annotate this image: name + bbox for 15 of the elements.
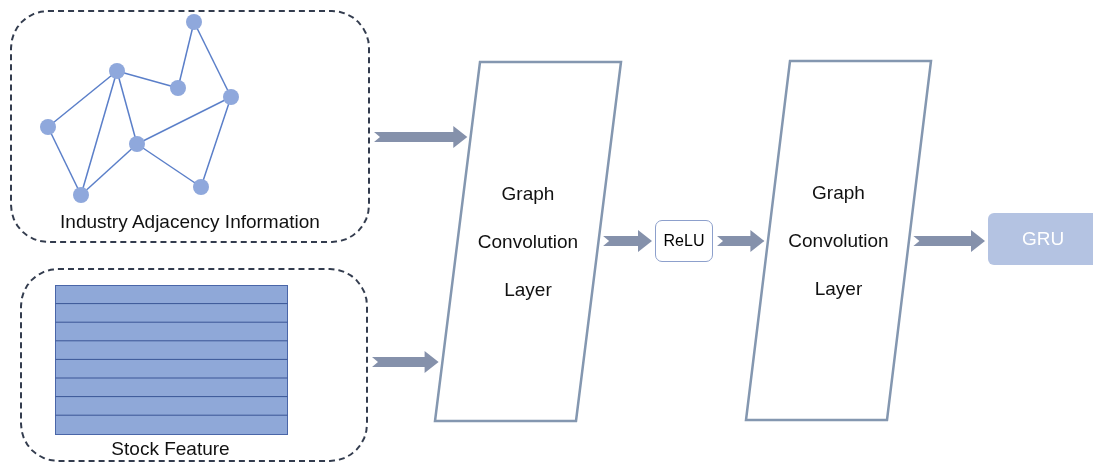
layer-parallelogram	[745, 60, 932, 421]
activation-box: ReLU	[655, 220, 713, 262]
layer-label: Graph Convolution Layer	[476, 181, 580, 302]
group-label: Stock Feature	[110, 438, 231, 460]
arrow	[913, 230, 985, 252]
arrow	[603, 230, 652, 252]
arrow	[717, 230, 765, 252]
dashed-group-box	[20, 268, 368, 462]
arrow	[372, 351, 439, 373]
layer-parallelogram	[434, 61, 622, 422]
arrow	[374, 126, 468, 148]
group-label: Industry Adjacency Information	[59, 211, 321, 233]
dashed-group-box	[10, 10, 370, 243]
layer-label: Graph Convolution Layer	[787, 180, 890, 301]
output-box: GRU	[988, 213, 1093, 265]
